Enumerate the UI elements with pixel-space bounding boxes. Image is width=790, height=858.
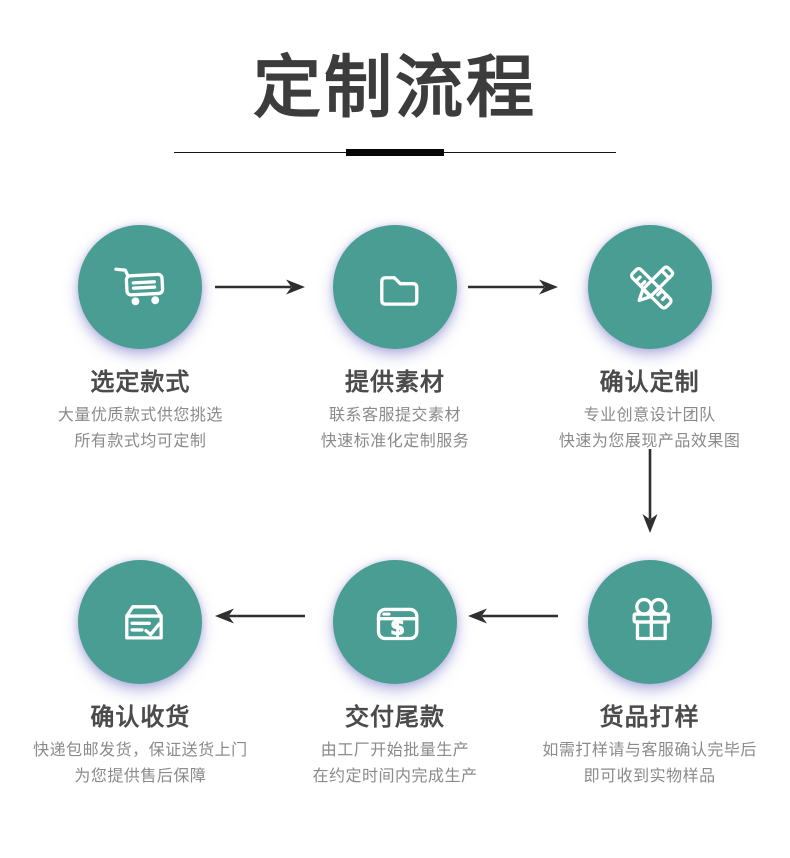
delivery-icon xyxy=(125,604,164,640)
arrow-left-icon xyxy=(468,608,558,624)
folder-icon xyxy=(380,275,419,306)
step-select-style: 选定款式 大量优质款式供您挑选 所有款式均可定制 xyxy=(13,156,268,455)
gift-icon xyxy=(632,597,670,640)
payment-icon: $ xyxy=(376,607,419,640)
step-desc-line: 快速为您展现产品效果图 xyxy=(558,432,741,450)
step-title: 提供素材 xyxy=(345,368,445,396)
process-flow: 选定款式 大量优质款式供您挑选 所有款式均可定制 提供素材 联系客服提交素材 快… xyxy=(0,156,790,806)
step-desc-line: 快速标准化定制服务 xyxy=(320,432,470,450)
step-circle xyxy=(333,224,457,349)
step-desc-line: 即可收到实物样品 xyxy=(583,767,716,785)
page-title: 定制流程 xyxy=(252,50,537,126)
step-title: 交付尾款 xyxy=(345,703,445,731)
step-title: 确认定制 xyxy=(599,368,700,396)
cart-icon xyxy=(114,267,165,305)
flow-row-bottom: 确认收货 快递包邮发货，保证送货上门 为您提供售后保障 $ 交付尾款 由工厂开始… xyxy=(0,455,790,790)
step-desc-line: 为您提供售后保障 xyxy=(74,767,207,785)
arrow-down-icon xyxy=(642,448,658,533)
step-circle xyxy=(78,224,203,349)
custom-process-infographic: 定制流程 xyxy=(0,48,790,858)
step-provide-material: 提供素材 联系客服提交素材 快速标准化定制服务 xyxy=(268,156,523,455)
arrow-left-icon xyxy=(215,608,305,624)
step-circle xyxy=(587,559,712,684)
arrow-right-icon xyxy=(468,279,558,295)
title-divider xyxy=(174,148,616,156)
step-desc-line: 大量优质款式供您挑选 xyxy=(57,406,223,424)
step-desc-line: 联系客服提交素材 xyxy=(329,406,462,424)
step-desc-line: 快递包邮发货，保证送货上门 xyxy=(33,741,248,759)
step-circle xyxy=(587,224,712,349)
step-product-sample: 货品打样 如需打样请与客服确认完毕后 即可收到实物样品 xyxy=(522,455,777,790)
design-icon xyxy=(629,264,674,310)
step-title: 确认收货 xyxy=(90,703,191,731)
flow-row-top: 选定款式 大量优质款式供您挑选 所有款式均可定制 提供素材 联系客服提交素材 快… xyxy=(0,156,790,455)
step-desc-line: 由工厂开始批量生产 xyxy=(320,741,470,759)
step-desc-line: 所有款式均可定制 xyxy=(74,432,207,450)
step-desc-line: 专业创意设计团队 xyxy=(583,406,716,424)
step-confirm-custom: 确认定制 专业创意设计团队 快速为您展现产品效果图 xyxy=(522,156,777,455)
step-circle: $ xyxy=(333,559,457,684)
step-confirm-receipt: 确认收货 快递包邮发货，保证送货上门 为您提供售后保障 xyxy=(13,455,268,790)
divider-accent-bar xyxy=(346,148,444,156)
svg-text:$: $ xyxy=(390,614,405,639)
step-desc-line: 如需打样请与客服确认完毕后 xyxy=(542,741,757,759)
step-pay-balance: $ 交付尾款 由工厂开始批量生产 在约定时间内完成生产 xyxy=(268,455,523,790)
arrow-right-icon xyxy=(215,279,305,295)
step-title: 货品打样 xyxy=(599,703,700,731)
step-circle xyxy=(78,559,203,684)
step-desc-line: 在约定时间内完成生产 xyxy=(312,767,478,785)
step-title: 选定款式 xyxy=(90,368,191,396)
